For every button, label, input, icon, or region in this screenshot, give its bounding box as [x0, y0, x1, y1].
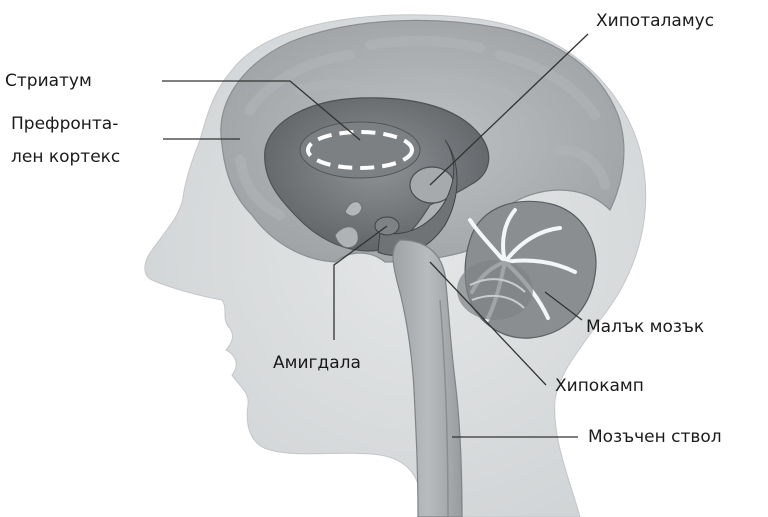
label-brainstem: Мозъчен ствол	[588, 426, 722, 448]
label-cerebellum: Малък мозък	[586, 316, 704, 338]
label-amygdala: Амигдала	[273, 352, 361, 374]
label-prefrontal-line1: Префронта-	[11, 113, 118, 135]
label-prefrontal-line2: лен кортекс	[11, 146, 120, 168]
label-hypothalamus: Хипоталамус	[596, 10, 714, 32]
label-striatum: Стриатум	[5, 70, 92, 92]
striatum-shape	[300, 122, 420, 178]
label-hippocampus: Хипокамп	[555, 375, 644, 397]
